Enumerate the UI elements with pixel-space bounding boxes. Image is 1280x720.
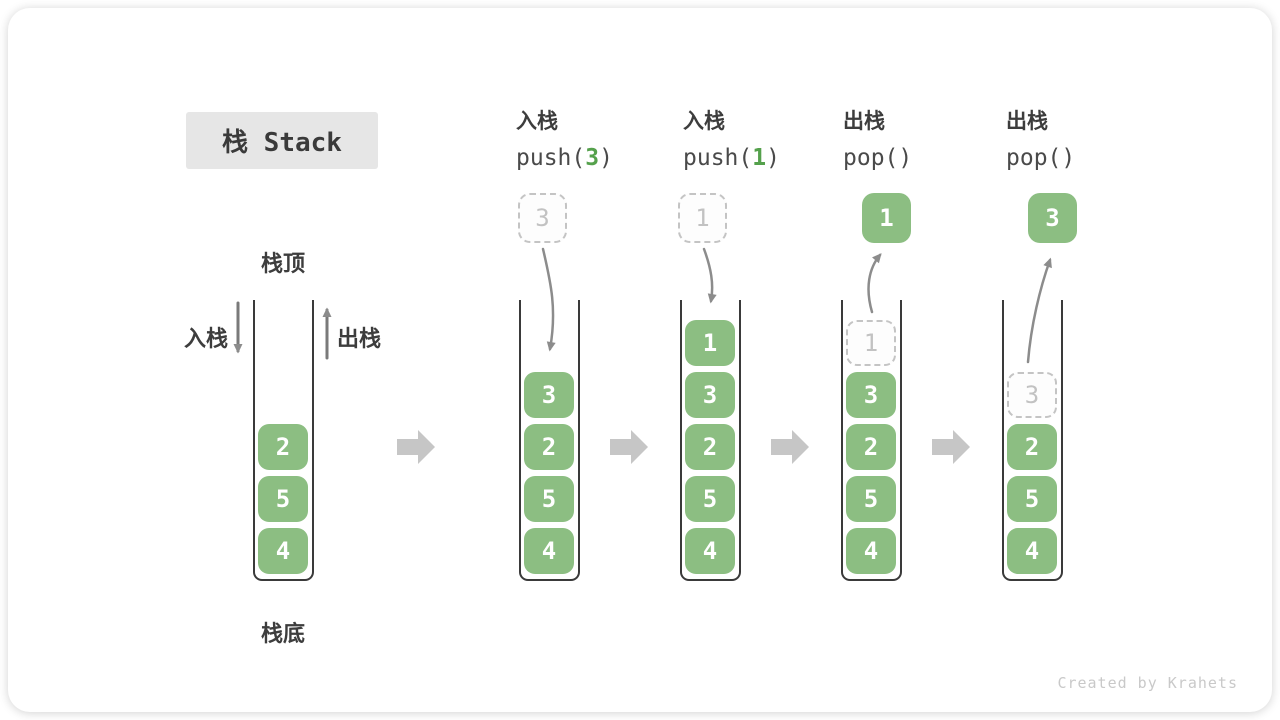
stack-container-initial <box>252 300 314 581</box>
operation-label-push-1: 入栈 push(1) <box>683 105 780 171</box>
floating-value-ghost-box: 3 <box>518 193 567 243</box>
stack-element: 3 <box>846 372 896 418</box>
operation-label-pop-3: 出栈 pop() <box>1006 105 1075 171</box>
stack-element: 2 <box>846 424 896 470</box>
stack-container-push-3 <box>518 300 580 581</box>
code-text: push( <box>683 145 753 171</box>
pop-direction-label: 出栈 <box>337 326 382 351</box>
operation-chinese-label: 出栈 <box>1006 110 1048 133</box>
code-text: ) <box>599 145 613 171</box>
stack-top-label: 栈顶 <box>260 251 305 276</box>
stack-container-pop-3 <box>1001 300 1063 581</box>
operation-label-pop-1: 出栈 pop() <box>843 105 912 171</box>
operation-label-push-3: 入栈 push(3) <box>516 105 613 171</box>
code-argument: 1 <box>752 145 767 171</box>
stack-element: 4 <box>258 528 308 574</box>
stack-element: 4 <box>846 528 896 574</box>
watermark: Created by Krahets <box>1057 674 1238 692</box>
stack-element: 4 <box>1007 528 1057 574</box>
stack-element-ghost: 3 <box>1007 372 1057 418</box>
stack-element: 5 <box>524 476 574 522</box>
code-text: pop() <box>843 145 913 171</box>
stack-element: 2 <box>258 424 308 470</box>
push-direction-label: 入栈 <box>184 326 229 351</box>
stack-element: 2 <box>524 424 574 470</box>
popped-value-box: 3 <box>1028 193 1077 243</box>
stack-bottom-label: 栈底 <box>260 621 305 646</box>
stack-element: 5 <box>1007 476 1057 522</box>
transition-arrow-icon <box>932 430 970 464</box>
stack-element: 2 <box>1007 424 1057 470</box>
stack-element: 3 <box>524 372 574 418</box>
stack-element: 5 <box>685 476 735 522</box>
operation-code-label: push(1) <box>683 145 780 171</box>
operation-code-label: pop() <box>843 145 912 171</box>
operation-chinese-label: 入栈 <box>683 110 725 133</box>
transition-arrow-icon <box>397 430 435 464</box>
transition-arrow-icon <box>771 430 809 464</box>
diagram-canvas: 栈 Stack 栈顶 栈底 入栈 出栈 Created by Krahets 2… <box>8 8 1272 712</box>
stack-element: 4 <box>685 528 735 574</box>
code-text: ) <box>766 145 780 171</box>
floating-value-ghost-box: 1 <box>678 193 727 243</box>
code-text: pop() <box>1006 145 1076 171</box>
code-text: push( <box>516 145 586 171</box>
stack-element-ghost: 1 <box>846 320 896 366</box>
diagram-title: 栈 Stack <box>186 112 378 169</box>
operation-chinese-label: 入栈 <box>516 110 558 133</box>
push-1-flow-arrow <box>702 247 717 304</box>
stack-container-pop-1 <box>840 300 902 581</box>
stack-element: 1 <box>685 320 735 366</box>
operation-chinese-label: 出栈 <box>843 110 885 133</box>
stack-element: 4 <box>524 528 574 574</box>
stack-element: 2 <box>685 424 735 470</box>
popped-value-box: 1 <box>862 193 911 243</box>
code-argument: 3 <box>585 145 600 171</box>
stack-element: 3 <box>685 372 735 418</box>
operation-code-label: pop() <box>1006 145 1075 171</box>
stack-container-push-1 <box>679 300 741 581</box>
operation-code-label: push(3) <box>516 145 613 171</box>
transition-arrow-icon <box>610 430 648 464</box>
stack-element: 5 <box>258 476 308 522</box>
stack-element: 5 <box>846 476 896 522</box>
